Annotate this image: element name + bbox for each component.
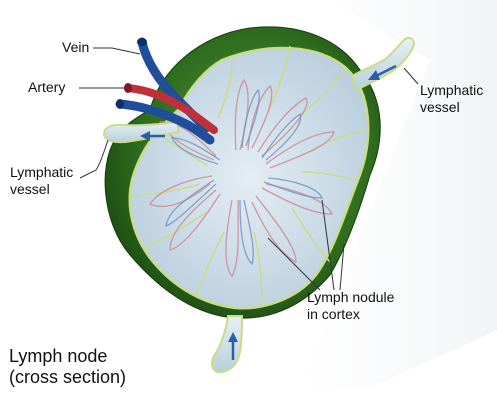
artery-opening (124, 83, 132, 93)
label-vein: Vein (62, 39, 89, 56)
label-lymphatic-vessel-left: Lymphatic vessel (10, 164, 73, 198)
lymphatic-vessel-right (352, 38, 414, 90)
label-lymphatic-vessel-right: Lymphatic vessel (420, 82, 483, 116)
vein-opening (137, 38, 147, 46)
leader-vein (93, 48, 140, 54)
label-artery: Artery (28, 79, 65, 96)
lymphatic-vessel-bottom (212, 316, 242, 372)
leader-lymphatic-left (80, 140, 108, 178)
leader-lymphatic-right (404, 68, 418, 84)
diagram-caption: Lymph node (cross section) (9, 346, 126, 388)
label-lymph-nodule: Lymph nodule in cortex (307, 289, 394, 323)
vein-lower-opening (116, 99, 124, 109)
